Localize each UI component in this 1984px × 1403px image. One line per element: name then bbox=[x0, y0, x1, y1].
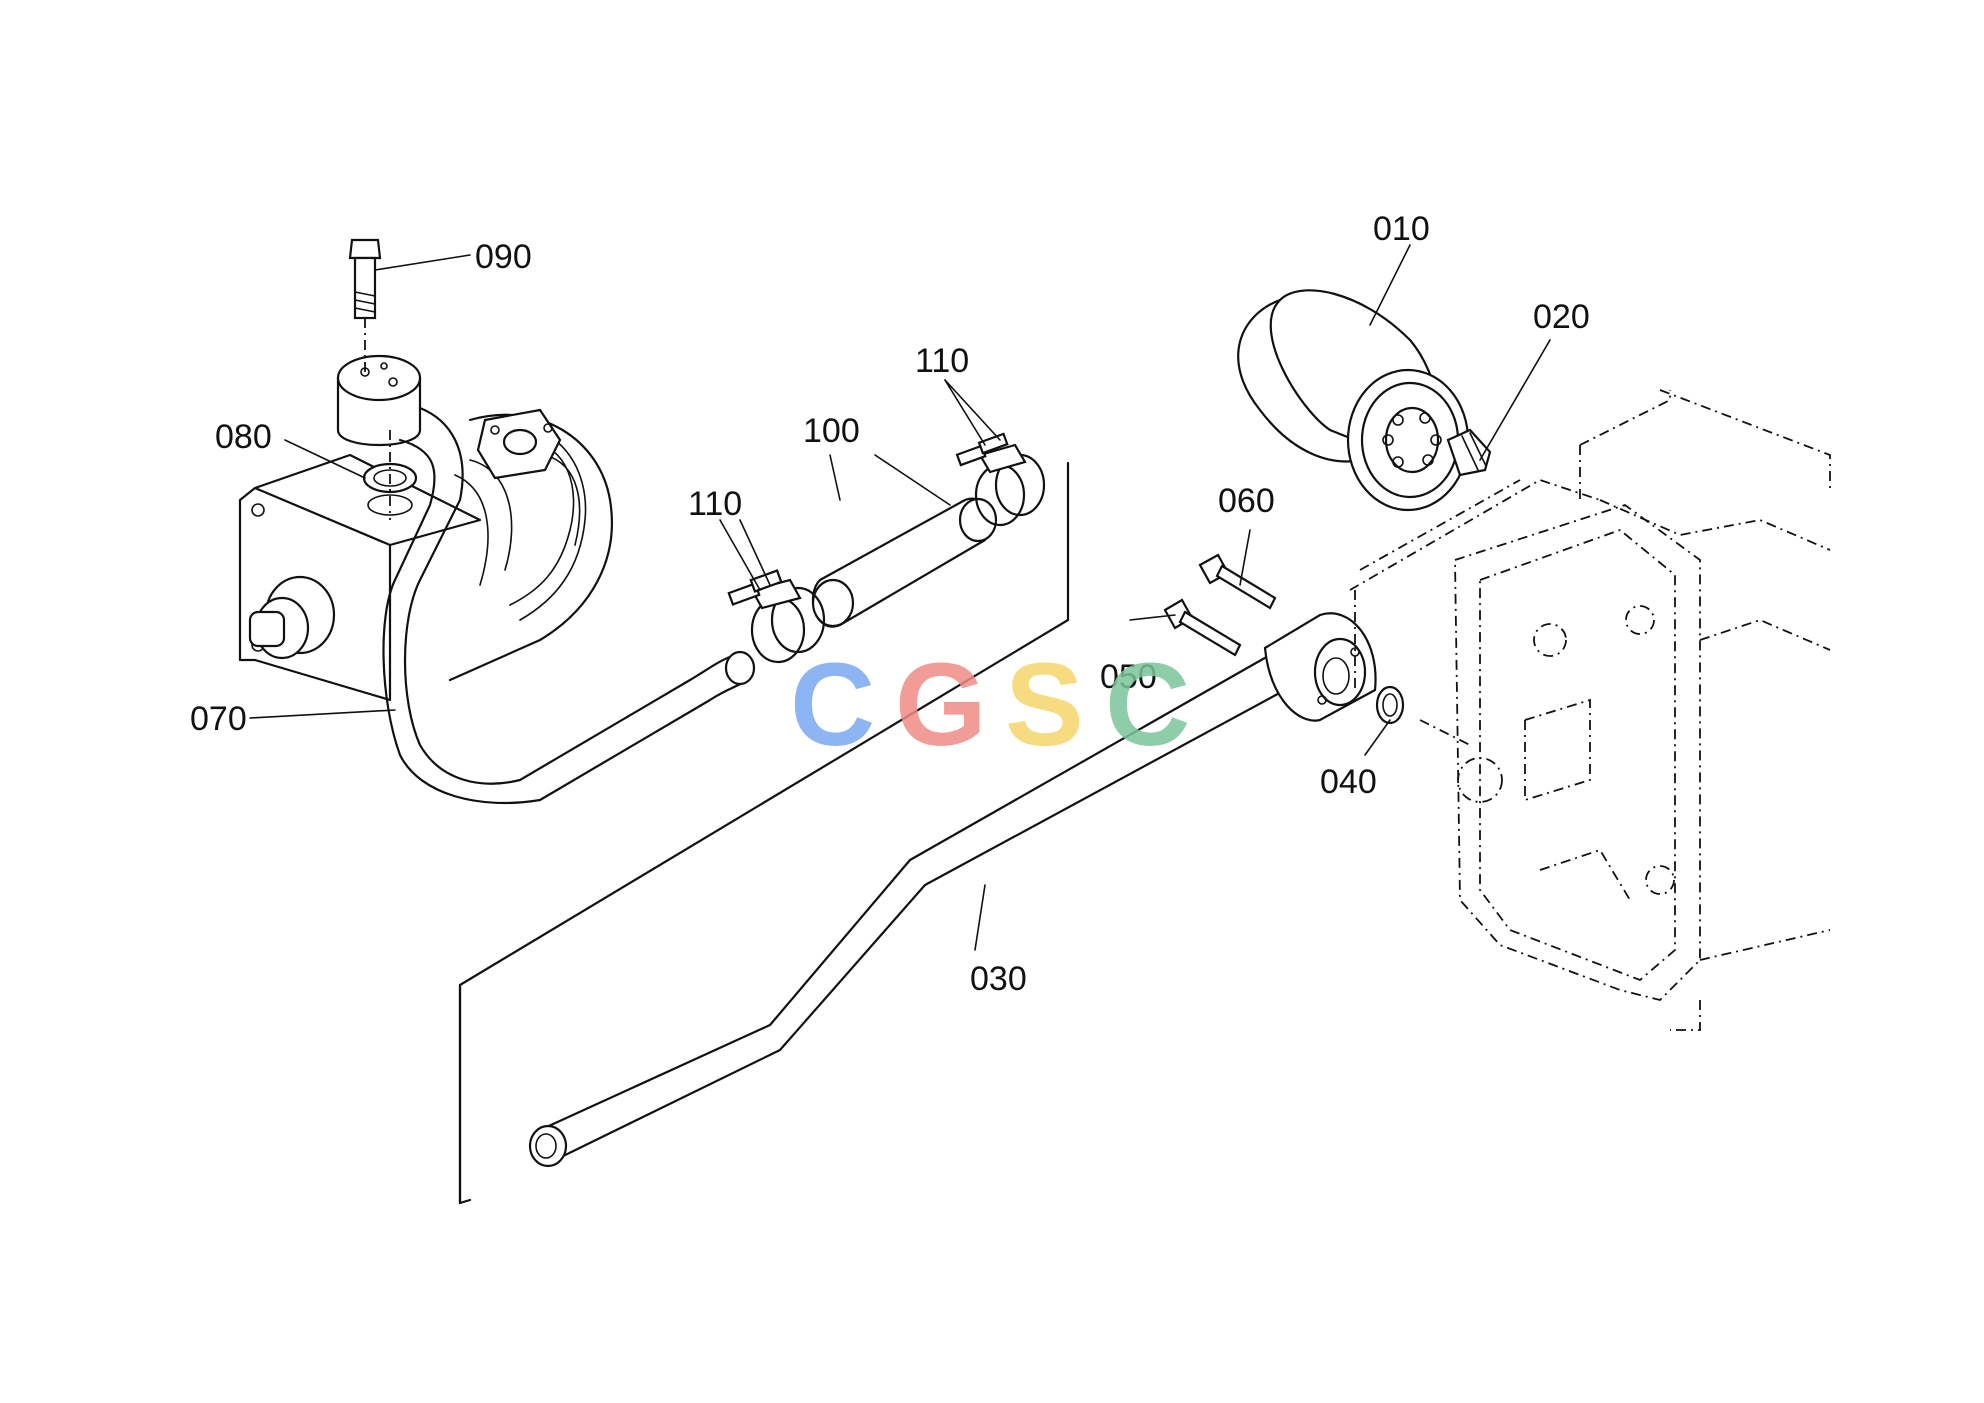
label-100: 100 bbox=[803, 412, 860, 450]
part-labels: 090 080 070 100 110 110 010 020 060 050 … bbox=[190, 210, 1590, 998]
label-030: 030 bbox=[970, 960, 1027, 998]
bolt-090 bbox=[348, 238, 382, 372]
bolt-060 bbox=[1198, 553, 1277, 610]
bolt-050 bbox=[1163, 598, 1242, 657]
transmission-case bbox=[1349, 389, 1831, 1031]
cooler-block bbox=[1263, 612, 1377, 722]
label-020: 020 bbox=[1533, 298, 1590, 336]
watermark-letter-1: C bbox=[790, 639, 875, 771]
plane-outline bbox=[458, 461, 1070, 1205]
watermark-logo: C G S C bbox=[790, 639, 1190, 771]
label-080: 080 bbox=[215, 418, 272, 456]
label-070: 070 bbox=[190, 700, 247, 738]
clamp-upper bbox=[955, 432, 1046, 527]
pump-housing bbox=[238, 408, 613, 702]
label-060: 060 bbox=[1218, 482, 1275, 520]
pipe-block bbox=[336, 354, 422, 447]
label-010: 010 bbox=[1373, 210, 1430, 248]
pipe-030 bbox=[528, 653, 1287, 1168]
watermark-letter-4: C bbox=[1105, 639, 1190, 771]
label-050: 050 bbox=[1100, 658, 1157, 696]
fitting-020 bbox=[1446, 428, 1492, 477]
pipe-070 bbox=[382, 406, 756, 805]
label-040: 040 bbox=[1320, 763, 1377, 801]
leader-lines bbox=[249, 244, 1551, 951]
watermark-letter-3: S bbox=[1005, 639, 1084, 771]
label-110-upper: 110 bbox=[915, 342, 969, 380]
hose-100 bbox=[811, 497, 998, 628]
label-090: 090 bbox=[475, 238, 532, 276]
watermark-letter-2: G bbox=[895, 639, 987, 771]
oil-filter-010 bbox=[1237, 289, 1470, 512]
label-110-lower: 110 bbox=[688, 485, 742, 523]
o-ring-040 bbox=[1375, 685, 1405, 725]
